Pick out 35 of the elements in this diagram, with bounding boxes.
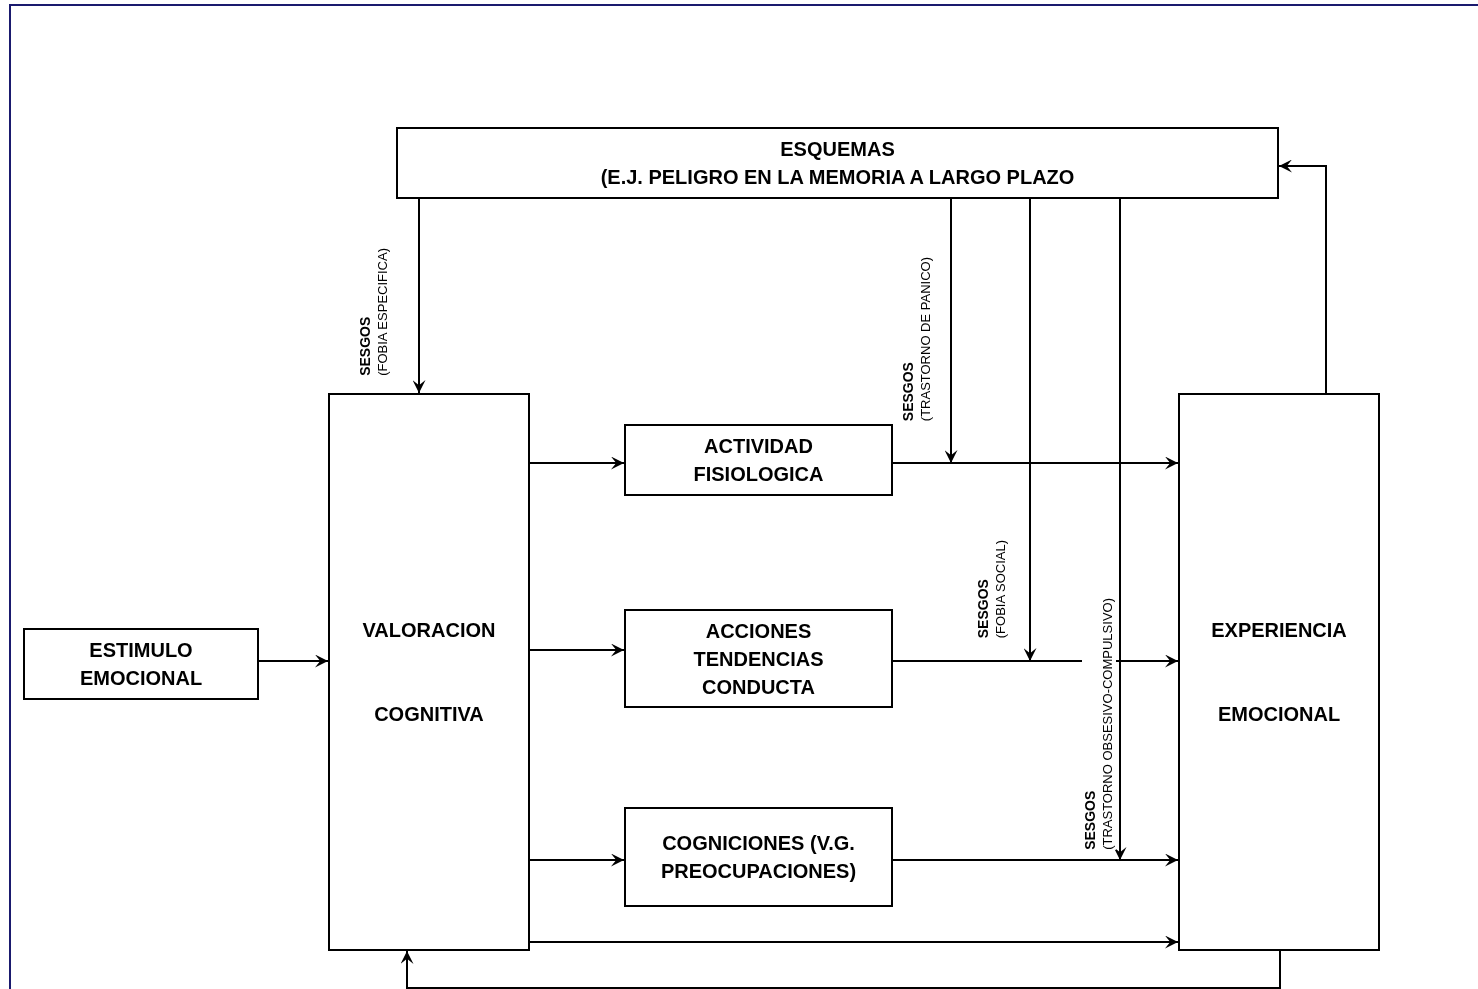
arrow — [1113, 198, 1127, 861]
arrow — [1023, 198, 1037, 662]
node-text: (E.J. PELIGRO EN LA MEMORIA A LARGO PLAZO — [600, 165, 1075, 190]
edge-label: SESGOS (FOBIA SOCIAL) — [975, 539, 1009, 638]
node-text: EXPERIENCIA — [1211, 618, 1347, 643]
node-text: ESTIMULO EMOCIONAL — [79, 638, 203, 691]
node-text: EMOCIONAL — [1217, 702, 1341, 727]
arrow — [529, 456, 625, 470]
arrow — [529, 643, 625, 657]
arrow — [529, 935, 1179, 949]
process-box — [23, 628, 259, 700]
arrow — [944, 198, 958, 464]
edge-label: SESGOS (TRASTORNO DE PANICO) — [900, 256, 934, 421]
process-box — [328, 393, 530, 951]
node-text: ACCIONES TENDENCIAS CONDUCTA — [693, 618, 824, 700]
edge-label: SESGOS (TRASTORNO OBSESIVO-COMPULSIVO) — [1082, 598, 1116, 850]
node-text: ACTIVIDAD FISIOLOGICA — [693, 434, 824, 487]
process-box — [1178, 393, 1380, 951]
node-text: COGNICIONES (V.G. PREOCUPACIONES) — [660, 831, 857, 884]
arrow — [892, 456, 1179, 470]
process-box — [396, 127, 1279, 199]
process-box — [624, 609, 893, 708]
node-text: COGNITIVA — [374, 702, 484, 727]
arrow — [1278, 159, 1327, 394]
arrow — [892, 654, 1179, 668]
arrow — [412, 198, 426, 394]
node-text: ESQUEMAS — [780, 137, 895, 162]
arrow — [258, 654, 329, 668]
arrow — [529, 853, 625, 867]
edge-label: SESGOS (FOBIA ESPECIFICA) — [357, 248, 391, 376]
process-box — [624, 807, 893, 907]
arrow — [400, 950, 1281, 989]
node-text: VALORACION — [362, 618, 496, 643]
process-box — [624, 424, 893, 496]
arrow — [892, 853, 1179, 867]
